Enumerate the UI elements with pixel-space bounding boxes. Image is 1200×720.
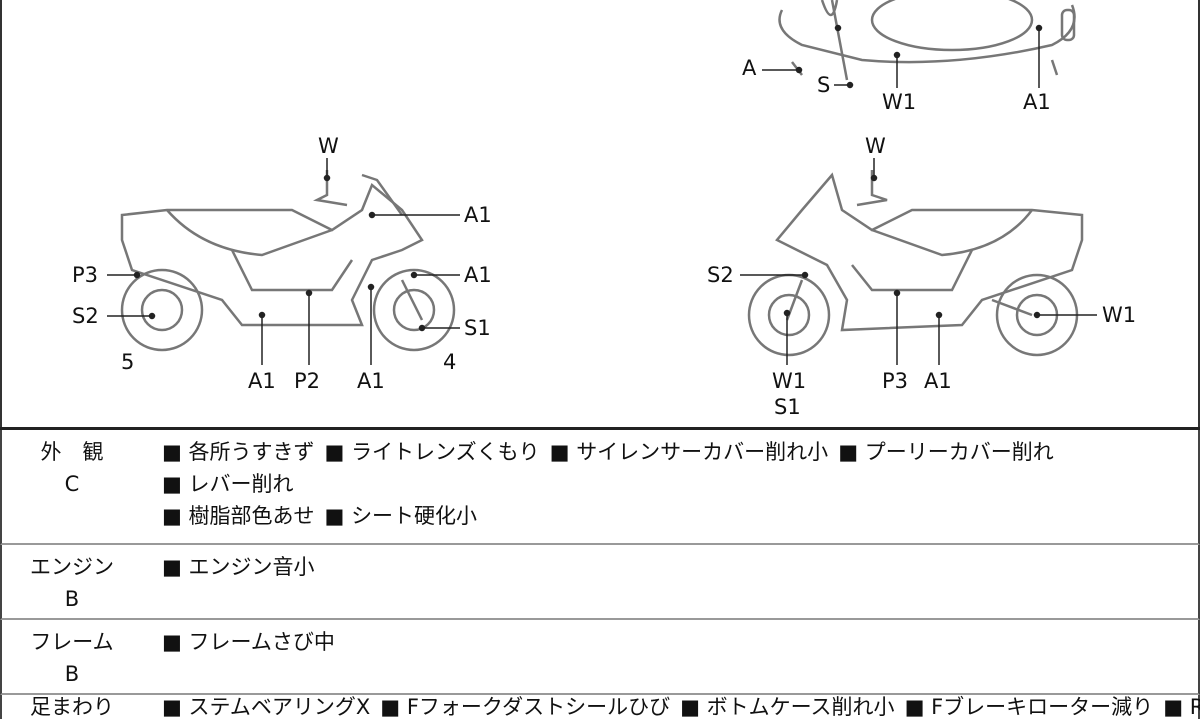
label-a1: A1 — [924, 369, 952, 393]
grade-label: C — [64, 472, 80, 496]
scooter-right-view — [747, 170, 1084, 357]
label-a1: A1 — [357, 369, 385, 393]
label-a: A — [742, 56, 757, 80]
label-s1: S1 — [464, 316, 491, 340]
row-engine: エンジン B エンジン音小 — [0, 545, 1200, 620]
condition-item: フレームさび中 — [162, 630, 335, 654]
scooter-left-view — [120, 170, 456, 352]
condition-item: サイレンサーカバー削れ小 — [550, 440, 829, 464]
category-label: 足まわり — [30, 695, 114, 719]
scooter-drawings — [107, 0, 1097, 365]
row-frame: フレーム B フレームさび中 — [0, 620, 1200, 695]
condition-item: レバー削れ — [162, 472, 294, 496]
condition-item: 樹脂部色あせ — [162, 504, 315, 528]
damage-diagram: A S W1 A1 W A1 A1 S1 P3 S2 5 4 A1 P2 A1 … — [0, 0, 1200, 428]
label-s: S — [817, 73, 831, 97]
label-number: 4 — [443, 350, 457, 374]
label-w1: W1 — [772, 369, 807, 393]
condition-table: 外 観 C 各所うすきずライトレンズくもりサイレンサーカバー削れ小プーリーカバー削… — [0, 427, 1200, 719]
condition-item: Fブレーキローター減り — [905, 695, 1154, 719]
label-a1: A1 — [1023, 90, 1051, 114]
grade-label: B — [64, 587, 80, 611]
label-number: 5 — [121, 350, 135, 374]
label-p3: P3 — [72, 263, 99, 287]
label-s2: S2 — [72, 304, 99, 328]
condition-item: 各所うすきず — [162, 440, 315, 464]
condition-item: エンジン音小 — [162, 555, 315, 579]
scooter-top-view — [778, 0, 1076, 81]
label-s2: S2 — [707, 263, 734, 287]
condition-item: プーリーカバー削れ — [838, 440, 1054, 464]
grade-label: B — [64, 662, 80, 686]
condition-item: シート硬化小 — [325, 504, 478, 528]
label-w: W — [318, 134, 339, 158]
category-label: 外 観 — [40, 440, 104, 464]
row-exterior: 外 観 C 各所うすきずライトレンズくもりサイレンサーカバー削れ小プーリーカバー削… — [0, 430, 1200, 545]
row-suspension: 足まわり ステムベアリングX Fフォークダストシールひびボトムケース削れ小 Fブレー… — [0, 695, 1200, 719]
label-w: W — [865, 134, 886, 158]
category-label: フレーム — [30, 630, 114, 654]
label-w1: W1 — [1102, 303, 1137, 327]
label-p2: P2 — [294, 369, 321, 393]
condition-item: Fフォークダストシールひび — [380, 695, 670, 719]
condition-item: R — [1163, 695, 1200, 719]
label-a1: A1 — [248, 369, 276, 393]
condition-item: ライトレンズくもり — [325, 440, 540, 464]
label-w1: W1 — [882, 90, 917, 114]
label-a1: A1 — [464, 203, 492, 227]
category-label: エンジン — [30, 555, 114, 579]
condition-item: ボトムケース削れ小 — [680, 695, 894, 719]
label-a1: A1 — [464, 263, 492, 287]
condition-item: ステムベアリングX — [162, 695, 370, 719]
label-s1: S1 — [774, 395, 801, 419]
label-p3: P3 — [882, 369, 909, 393]
